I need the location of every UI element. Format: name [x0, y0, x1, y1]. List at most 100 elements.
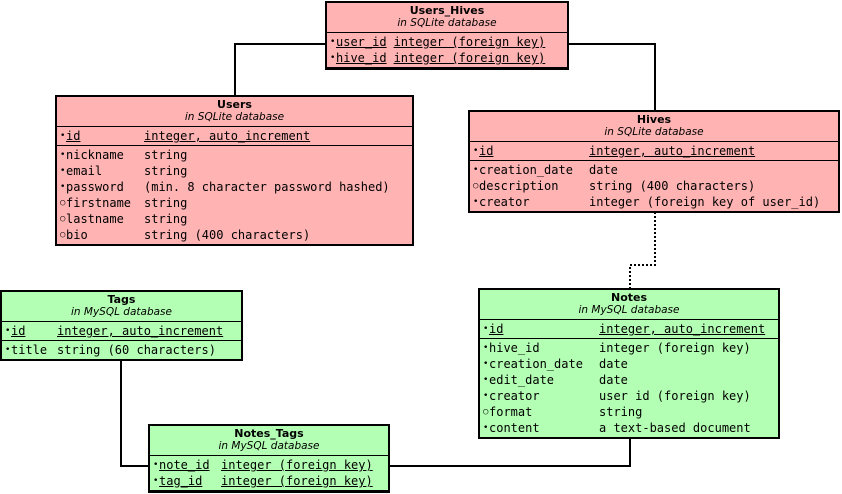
field-name: hive_id [489, 341, 540, 355]
field-type: string [599, 405, 643, 419]
field-name: password [66, 180, 124, 194]
required-bullet-icon: • [5, 326, 11, 336]
primary-key-section: •id integer, auto_increment [470, 142, 838, 161]
field-type: (min. 8 character password hashed) [144, 180, 390, 194]
users-to-users-hives-line [234, 43, 326, 96]
field-name: bio [66, 228, 88, 242]
entity-users-hives: Users_Hives in SQLite database •user_id i… [325, 1, 569, 70]
field-type: integer (foreign key) [221, 458, 373, 472]
attribute-row: •email string [60, 163, 409, 179]
entity-database: in SQLite database [184, 111, 285, 123]
attribute-row: •password(min. 8 character password hash… [60, 179, 409, 195]
entity-title: Tags [107, 293, 136, 306]
required-bullet-icon: • [483, 324, 489, 334]
entity-title: Hives [636, 113, 672, 126]
field-name: id [479, 144, 494, 158]
optional-circle-icon: ○ [60, 230, 66, 240]
field-type: integer (foreign key) [393, 35, 546, 49]
field-type: integer, auto_increment [144, 129, 311, 143]
attribute-row: •content a text-based document [483, 420, 775, 436]
field-name: note_id [159, 458, 210, 472]
attribute-row: •creator user id (foreign key) [483, 388, 775, 404]
required-bullet-icon: • [473, 146, 479, 156]
key-row: •note_id integer (foreign key) [153, 457, 385, 473]
field-type: string [144, 196, 188, 210]
field-name: description [479, 179, 559, 193]
field-name: id [489, 322, 504, 336]
field-name: user_id [336, 35, 387, 49]
entity-header: Users_Hives in SQLite database [327, 3, 567, 33]
field-name: creation_date [479, 163, 573, 177]
required-bullet-icon: • [60, 131, 66, 141]
field-type: integer, auto_increment [57, 324, 224, 338]
attribute-row: ○bio string (400 characters) [60, 227, 409, 243]
entity-title: Notes_Tags [234, 427, 304, 440]
field-name: firstname [66, 196, 132, 210]
required-bullet-icon: • [473, 197, 479, 207]
field-name: email [66, 164, 103, 178]
entity-database: in SQLite database [604, 126, 704, 138]
field-type: string (400 characters) [144, 228, 311, 242]
entity-header: Tags in MySQL database [2, 292, 241, 322]
required-bullet-icon: • [330, 53, 336, 63]
optional-circle-icon: ○ [60, 214, 66, 224]
field-type: string [144, 164, 188, 178]
key-row: •id integer, auto_increment [473, 143, 835, 159]
field-name: edit_date [489, 373, 555, 387]
field-name: tag_id [159, 474, 203, 488]
field-type: a text-based document [599, 421, 751, 435]
required-bullet-icon: • [483, 359, 489, 369]
field-type: integer, auto_increment [589, 144, 756, 158]
attribute-row: •hive_id integer (foreign key) [483, 340, 775, 356]
required-bullet-icon: • [5, 345, 11, 355]
entity-title: Users [217, 98, 252, 111]
entity-database: in MySQL database [578, 304, 680, 316]
field-type: string (400 characters) [589, 179, 756, 193]
entity-title: Notes [610, 291, 648, 304]
required-bullet-icon: • [483, 343, 489, 353]
field-type: integer (foreign key) [599, 341, 751, 355]
entity-title: Users_Hives [409, 4, 485, 17]
field-name: creator [489, 389, 540, 403]
optional-circle-icon: ○ [60, 198, 66, 208]
attribute-section: • creation_date date ○description string (40… [470, 161, 838, 211]
field-name: id [66, 129, 81, 143]
field-type: date [599, 373, 628, 387]
attribute-row: ○description string (400 characters) [473, 178, 835, 194]
field-type: date [589, 163, 618, 177]
entity-database: in SQLite database [397, 17, 497, 29]
required-bullet-icon: • [153, 460, 159, 470]
notes-tags-to-notes-line [390, 436, 631, 467]
field-name: title [11, 343, 48, 357]
field-type: string (60 characters) [57, 343, 216, 357]
field-name: format [489, 405, 533, 419]
optional-circle-icon: ○ [473, 181, 479, 191]
required-bullet-icon: • [483, 423, 489, 433]
entity-header: Hives in SQLite database [470, 112, 838, 142]
field-name: nickname [66, 148, 124, 162]
attribute-section: •title string (60 characters) [2, 341, 241, 359]
field-name: content [489, 421, 540, 435]
entity-database: in MySQL database [71, 306, 172, 318]
required-bullet-icon: • [60, 166, 66, 176]
required-bullet-icon: • [483, 391, 489, 401]
field-type: user id (foreign key) [599, 389, 751, 403]
